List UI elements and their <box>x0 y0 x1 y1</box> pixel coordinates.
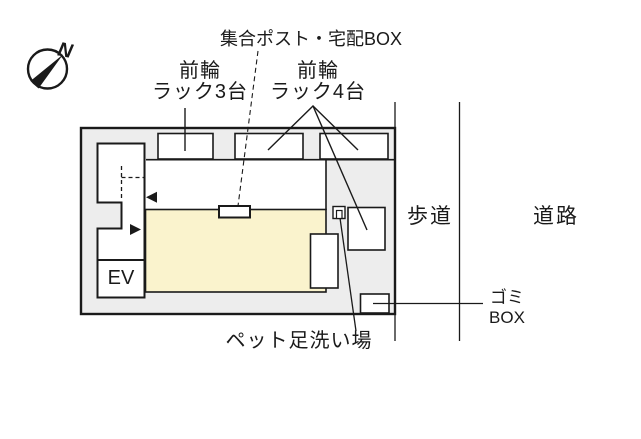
entrance-arrow-right-icon <box>130 224 141 235</box>
leader-rack4-to-square <box>312 105 368 231</box>
label-trash-box-line2: BOX <box>489 308 525 327</box>
label-front-rack4: 前輪 ラック4台 <box>261 61 375 103</box>
terrace-rect <box>309 233 339 289</box>
leader-pet-wash <box>339 217 357 332</box>
north-compass-icon: N <box>26 39 75 90</box>
corridor-area <box>146 160 326 209</box>
pet-wash-faucet <box>335 209 343 220</box>
stair-dashed-marks <box>120 166 144 199</box>
label-trash-box: ゴミ BOX <box>480 288 534 328</box>
mail-delivery-box <box>218 205 251 219</box>
label-elevator: EV <box>107 267 135 289</box>
label-front-rack3-line1: 前輪 <box>179 60 221 82</box>
label-pet-wash: ペット足洗い場 <box>225 330 373 352</box>
entrance-arrow-left-icon <box>146 191 157 203</box>
label-front-rack3-line2: ラック3台 <box>151 81 249 103</box>
label-front-rack4-line2: ラック4台 <box>269 81 367 103</box>
main-room-area <box>144 208 327 293</box>
compass-n-letter: N <box>56 39 75 64</box>
label-front-rack3: 前輪 ラック3台 <box>143 61 257 103</box>
label-road: 道路 <box>533 205 579 228</box>
label-post-box: 集合ポスト・宅配BOX <box>219 29 402 49</box>
label-sidewalk: 歩道 <box>407 205 453 228</box>
label-trash-box-line1: ゴミ <box>490 288 524 307</box>
leader-postbox <box>237 50 259 207</box>
label-front-rack4-line1: 前輪 <box>297 60 339 82</box>
